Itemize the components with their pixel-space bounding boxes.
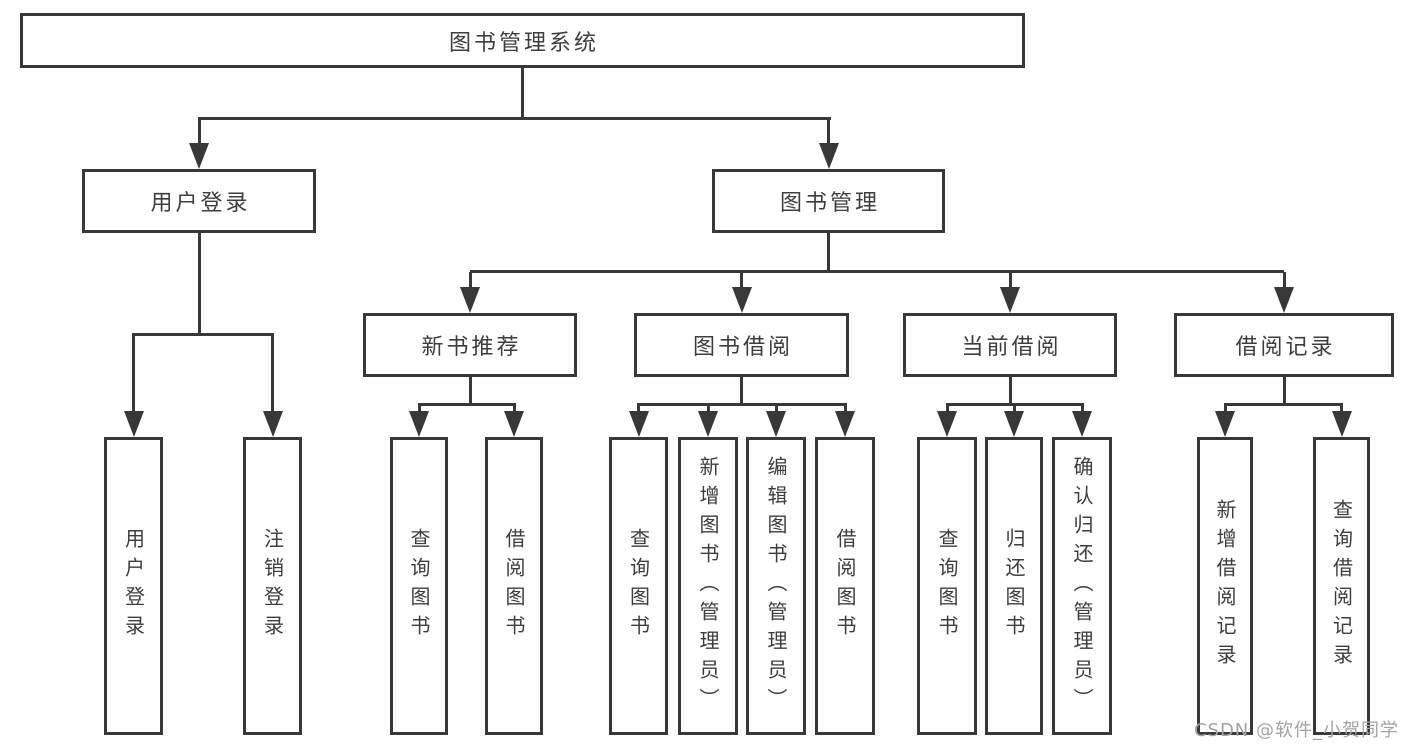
node-cb-confirm-return-admin: 确认归还（管理员） bbox=[1052, 437, 1112, 735]
arrowhead-down-icon bbox=[1000, 287, 1020, 313]
connector-line bbox=[468, 377, 472, 405]
node-label: 编辑图书（管理员） bbox=[764, 455, 788, 717]
connector-line bbox=[197, 233, 201, 335]
node-label: 确认归还（管理员） bbox=[1070, 455, 1094, 717]
node-rec-borrow-books: 借阅图书 bbox=[485, 437, 543, 735]
node-label: 查询图书 bbox=[626, 528, 651, 644]
node-user-login-leaf: 用户登录 bbox=[104, 437, 163, 735]
node-label: 借阅图书 bbox=[502, 528, 526, 644]
node-bb-add-books-admin: 新增图书（管理员） bbox=[678, 437, 738, 735]
connector-line bbox=[1282, 377, 1286, 405]
connector-line bbox=[132, 333, 274, 336]
connector-line bbox=[1223, 405, 1227, 413]
node-label: 新增借阅记录 bbox=[1213, 499, 1237, 673]
node-label: 图书管理 bbox=[779, 191, 880, 216]
connector-line bbox=[512, 405, 516, 413]
node-user-login: 用户登录 bbox=[82, 169, 316, 233]
node-label: 用户登录 bbox=[150, 191, 251, 216]
node-library-management-system: 图书管理系统 bbox=[20, 13, 1025, 68]
connector-line bbox=[520, 68, 524, 118]
arrowhead-down-icon bbox=[937, 411, 957, 437]
connector-line bbox=[197, 118, 201, 144]
node-bb-query-books: 查询图书 bbox=[609, 437, 668, 735]
connector-line bbox=[740, 272, 743, 287]
node-label: 查询图书 bbox=[407, 528, 431, 644]
node-current-borrowing: 当前借阅 bbox=[903, 313, 1117, 377]
connector-line bbox=[706, 405, 710, 413]
node-label: 用户登录 bbox=[121, 528, 146, 644]
arrowhead-down-icon bbox=[766, 411, 786, 437]
connector-line bbox=[132, 335, 135, 413]
arrowhead-down-icon bbox=[1331, 411, 1352, 437]
node-label: 借阅记录 bbox=[1235, 335, 1336, 360]
node-rec-query-books: 查询图书 bbox=[390, 437, 448, 735]
node-label: 查询借阅记录 bbox=[1329, 499, 1354, 673]
arrowhead-down-icon bbox=[189, 143, 209, 169]
connector-line bbox=[1340, 405, 1343, 413]
node-label: 查询图书 bbox=[935, 528, 959, 644]
node-label: 图书借阅 bbox=[692, 335, 793, 360]
connector-line bbox=[417, 403, 516, 406]
connector-line bbox=[1223, 403, 1343, 406]
arrowhead-down-icon bbox=[628, 411, 649, 437]
connector-line bbox=[468, 272, 472, 287]
arrowhead-down-icon bbox=[698, 411, 718, 437]
connector-line bbox=[1012, 405, 1016, 413]
connector-line bbox=[774, 405, 778, 413]
connector-line bbox=[197, 117, 831, 120]
node-book-management: 图书管理 bbox=[712, 169, 945, 233]
arrowhead-down-icon bbox=[409, 411, 429, 437]
arrowhead-down-icon bbox=[731, 287, 752, 313]
node-br-query-record: 查询借阅记录 bbox=[1313, 437, 1370, 735]
arrowhead-down-icon bbox=[1072, 411, 1092, 437]
arrowhead-down-icon bbox=[262, 411, 283, 437]
node-label: 新增图书（管理员） bbox=[696, 455, 720, 717]
arrowhead-down-icon bbox=[1215, 411, 1235, 437]
arrowhead-down-icon bbox=[123, 411, 144, 437]
connector-line bbox=[1008, 377, 1012, 405]
node-logout: 注销登录 bbox=[243, 437, 302, 735]
node-borrowing-records: 借阅记录 bbox=[1174, 313, 1394, 377]
connector-line bbox=[843, 405, 847, 413]
arrowhead-down-icon bbox=[835, 411, 855, 437]
connector-line bbox=[1282, 272, 1286, 287]
node-cb-return-books: 归还图书 bbox=[985, 437, 1043, 735]
connector-line bbox=[740, 377, 743, 405]
connector-line bbox=[637, 405, 640, 413]
connector-line bbox=[1008, 272, 1012, 287]
node-book-borrowing: 图书借阅 bbox=[634, 313, 849, 377]
node-label: 归还图书 bbox=[1002, 528, 1026, 644]
connector-line bbox=[827, 118, 830, 144]
node-bb-edit-books-admin: 编辑图书（管理员） bbox=[746, 437, 806, 735]
connector-line bbox=[827, 233, 830, 272]
arrowhead-down-icon bbox=[460, 287, 480, 313]
node-label: 当前借阅 bbox=[961, 335, 1062, 360]
connector-line bbox=[945, 405, 949, 413]
connector-line bbox=[637, 403, 847, 406]
node-label: 借阅图书 bbox=[833, 528, 857, 644]
arrowhead-down-icon bbox=[1274, 287, 1294, 313]
arrowhead-down-icon bbox=[504, 411, 524, 437]
connector-line bbox=[417, 405, 421, 413]
arrowhead-down-icon bbox=[818, 143, 839, 169]
node-bb-borrow-books: 借阅图书 bbox=[815, 437, 875, 735]
node-label: 新书推荐 bbox=[421, 335, 522, 360]
csdn-watermark: CSDN @软件_小贺同学 bbox=[1193, 720, 1399, 741]
node-label: 注销登录 bbox=[260, 528, 285, 644]
connector-line bbox=[945, 403, 1084, 406]
arrowhead-down-icon bbox=[1004, 411, 1024, 437]
node-label: 图书管理系统 bbox=[448, 30, 599, 56]
connector-line bbox=[271, 335, 274, 413]
node-br-add-record: 新增借阅记录 bbox=[1197, 437, 1253, 735]
node-cb-query-books: 查询图书 bbox=[917, 437, 977, 735]
node-new-book-recommendation: 新书推荐 bbox=[363, 313, 577, 377]
connector-line bbox=[1080, 405, 1084, 413]
connector-line bbox=[470, 270, 1284, 273]
